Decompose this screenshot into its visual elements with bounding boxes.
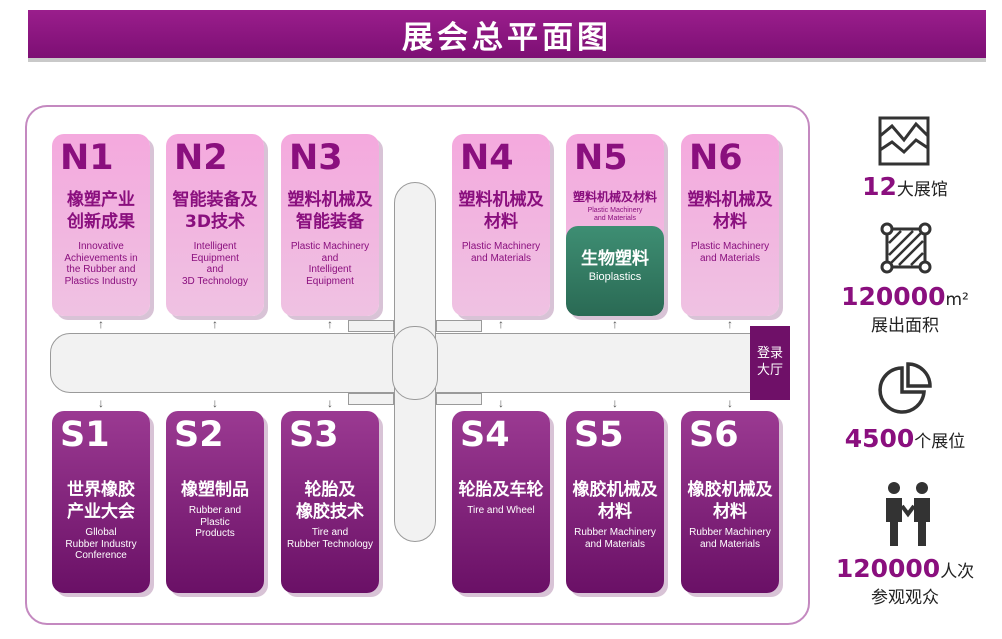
corridor-hub: [392, 326, 438, 400]
stat-number: 120000: [841, 282, 946, 311]
hall-s4[interactable]: S4 轮胎及车轮 Tire and Wheel: [452, 411, 550, 593]
stat-number: 4500: [844, 424, 915, 453]
arrow-n6-icon: ↑: [727, 317, 733, 331]
area-chart-icon: [878, 116, 930, 171]
hall-n5[interactable]: N5 塑料机械及材料 Plastic Machinery and Materials…: [566, 134, 664, 316]
hall-code: S1: [60, 415, 110, 455]
hall-name-en: Plastic Machinery and Materials: [690, 241, 770, 264]
stat-unit: m²: [945, 290, 969, 310]
arrow-n3-icon: ↑: [327, 317, 333, 331]
hall-s5[interactable]: S5 橡胶机械及 材料 Rubber Machinery and Materials: [566, 411, 664, 593]
hall-name-zh: 塑料机械及 材料: [458, 190, 544, 232]
hall-name-en: Intelligent Equipment and 3D Technology: [182, 241, 248, 287]
hall-name-en: Tire and Rubber Technology: [287, 527, 373, 550]
hall-name-zh: 轮胎及 橡胶技术: [296, 480, 364, 522]
stat-unit: 人次: [940, 562, 975, 582]
stat-value-line: 120000m²: [820, 282, 990, 311]
hall-code: S4: [460, 415, 510, 455]
hall-name-en: Gllobal Rubber Industry Conference: [65, 527, 137, 561]
hall-s3[interactable]: S3 轮胎及 橡胶技术 Tire and Rubber Technology: [281, 411, 379, 593]
bioplastics-zone[interactable]: 生物塑料 Bioplastics: [566, 226, 664, 316]
stat-unit: 大展馆: [896, 180, 948, 200]
hall-code: N1: [60, 138, 114, 178]
stat-4: 120000人次参观观众: [820, 554, 990, 608]
hall-name-zh: 塑料机械及 材料: [687, 190, 773, 232]
square-area-icon: [880, 222, 932, 279]
stat-number: 12: [862, 172, 897, 201]
hall-code: S2: [174, 415, 224, 455]
arrow-n2-icon: ↑: [212, 317, 218, 331]
connector-s3: [348, 393, 394, 405]
stat-value-line: 12大展馆: [820, 172, 990, 201]
hall-name-zh: 轮胎及车轮: [458, 480, 544, 500]
bioplastics-label-en: Bioplastics: [588, 271, 642, 283]
hall-s1[interactable]: S1 世界橡胶 产业大会 Gllobal Rubber Industry Confe…: [52, 411, 150, 593]
handshake-icon: [880, 480, 936, 553]
arrow-s5-icon: ↓: [612, 396, 618, 410]
hall-code: N5: [574, 138, 628, 178]
hall-name-en: Plastic Machinery and Materials: [587, 207, 643, 222]
stat-value-line: 4500个展位: [820, 424, 990, 453]
hall-name-en: Rubber Machinery and Materials: [574, 527, 656, 550]
hall-code: N4: [460, 138, 514, 178]
hall-code: N3: [289, 138, 343, 178]
stat-caption: 参观观众: [871, 588, 939, 608]
hall-name-en: Rubber Machinery and Materials: [689, 527, 771, 550]
stat-unit: 个展位: [914, 432, 966, 452]
title-bar: 展会总平面图: [28, 10, 986, 62]
hall-name-zh: 橡胶机械及 材料: [572, 480, 658, 522]
stat-3: 4500个展位: [820, 424, 990, 453]
connector-s4: [436, 393, 482, 405]
arrow-s4-icon: ↓: [498, 396, 504, 410]
hall-name-zh: 塑料机械及 智能装备: [287, 190, 373, 232]
hall-code: N6: [689, 138, 743, 178]
arrow-s2-icon: ↓: [212, 396, 218, 410]
arrow-n1-icon: ↑: [98, 317, 104, 331]
stat-caption: 展出面积: [871, 316, 939, 336]
hall-name-zh: 橡塑产业 创新成果: [67, 190, 135, 232]
hall-name-en: Innovative Achievements in the Rubber an…: [64, 241, 138, 287]
arrow-s6-icon: ↓: [727, 396, 733, 410]
arrow-s3-icon: ↓: [327, 396, 333, 410]
hall-name-en: Tire and Wheel: [467, 505, 535, 516]
pie-chart-icon: [876, 362, 934, 423]
hall-name-en: Plastic Machinery and Intelligent Equipm…: [290, 241, 370, 287]
stat-1: 12大展馆: [820, 172, 990, 201]
hall-n3[interactable]: N3 塑料机械及 智能装备 Plastic Machinery and Intell…: [281, 134, 379, 316]
hall-s6[interactable]: S6 橡胶机械及 材料 Rubber Machinery and Materials: [681, 411, 779, 593]
connector-n3: [348, 320, 394, 332]
hall-name-en: Rubber and Plastic Products: [188, 505, 242, 539]
stat-number: 120000: [835, 554, 941, 583]
hall-n2[interactable]: N2 智能装备及 3D技术 Intelligent Equipment and 3D…: [166, 134, 264, 316]
hall-n6[interactable]: N6 塑料机械及 材料 Plastic Machinery and Material…: [681, 134, 779, 316]
hall-code: N2: [174, 138, 228, 178]
bioplastics-label-zh: 生物塑料: [581, 249, 649, 269]
entry-hall[interactable]: 登录 大厅: [750, 326, 790, 400]
hall-name-zh: 塑料机械及材料: [572, 190, 657, 204]
hall-name-zh: 智能装备及 3D技术: [172, 190, 258, 232]
hall-name-zh: 世界橡胶 产业大会: [67, 480, 135, 522]
entry-hall-label: 登录 大厅: [756, 346, 783, 378]
hall-name-zh: 橡胶机械及 材料: [687, 480, 773, 522]
hall-code: S3: [289, 415, 339, 455]
page-title: 展会总平面图: [402, 19, 612, 56]
hall-name-zh: 橡塑制品: [181, 480, 249, 500]
stat-2: 120000m² 展出面积: [820, 282, 990, 336]
hall-n1[interactable]: N1 橡塑产业 创新成果 Innovative Achievements in th…: [52, 134, 150, 316]
connector-n4: [436, 320, 482, 332]
stat-value-line: 120000人次: [820, 554, 990, 583]
hall-s2[interactable]: S2 橡塑制品 Rubber and Plastic Products: [166, 411, 264, 593]
hall-code: S5: [574, 415, 624, 455]
hall-n4[interactable]: N4 塑料机械及 材料 Plastic Machinery and Material…: [452, 134, 550, 316]
arrow-n5-icon: ↑: [612, 317, 618, 331]
hall-name-en: Plastic Machinery and Materials: [461, 241, 541, 264]
hall-code: S6: [689, 415, 739, 455]
arrow-s1-icon: ↓: [98, 396, 104, 410]
arrow-n4-icon: ↑: [498, 317, 504, 331]
